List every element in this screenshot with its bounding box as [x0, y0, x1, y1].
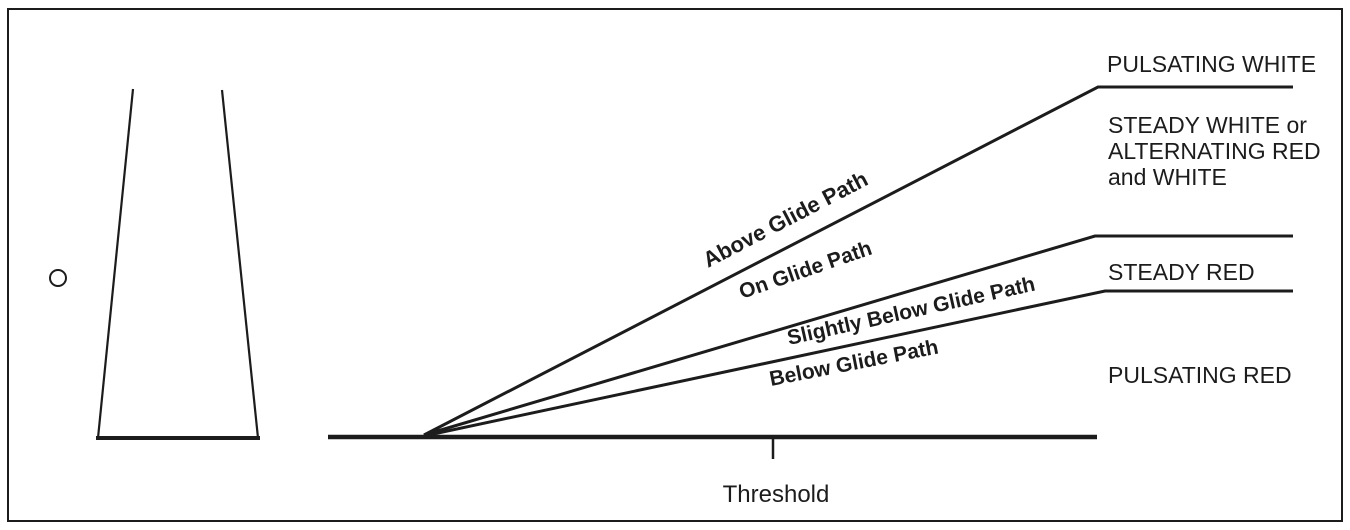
runway-left-edge	[96, 88, 135, 439]
glide-path-boundary-middle	[423, 234, 1293, 437]
label-threshold: Threshold	[723, 481, 830, 508]
runway-symbol	[96, 88, 260, 440]
label-pulsating-white: PULSATING WHITE	[1107, 51, 1316, 77]
label-pulsating-red: PULSATING RED	[1108, 362, 1292, 388]
light-unit-circle-icon	[49, 269, 67, 287]
label-steady-white-line1: STEADY WHITE or	[1108, 112, 1307, 138]
glide-path-boundary-upper	[423, 85, 1293, 437]
glide-path-boundary-lower	[423, 289, 1293, 438]
label-steady-white-line2: ALTERNATING RED	[1108, 138, 1321, 164]
label-steady-red: STEADY RED	[1108, 259, 1255, 285]
figure-border	[7, 8, 1343, 522]
label-slightly-below-glide-path: Slightly Below Glide Path	[785, 273, 1037, 350]
runway-right-edge	[220, 89, 260, 439]
label-steady-white-line3: and WHITE	[1108, 164, 1227, 190]
